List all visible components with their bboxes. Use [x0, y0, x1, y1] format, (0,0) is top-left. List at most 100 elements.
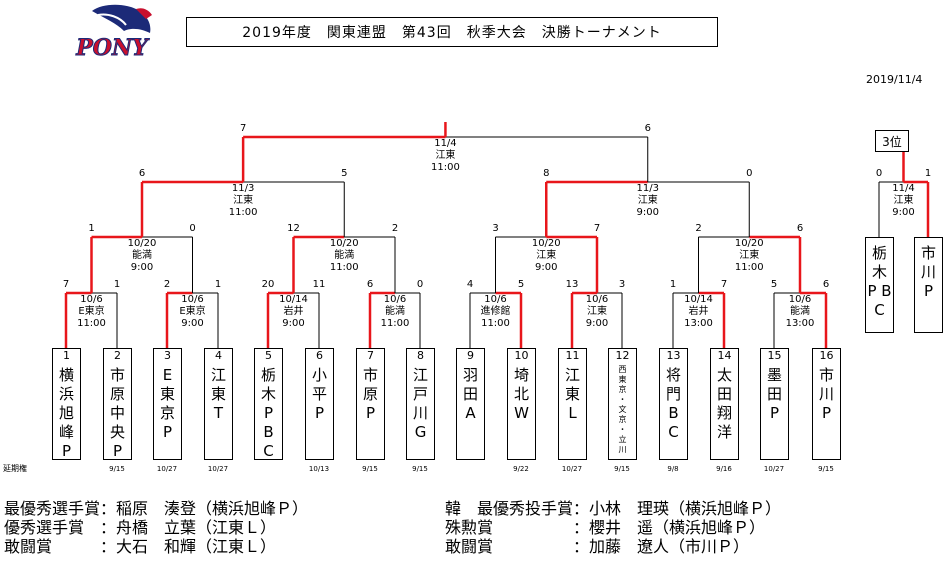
match-date: 11/4 [892, 183, 915, 194]
score-left: 13 [565, 279, 579, 290]
score-right: 0 [416, 279, 424, 290]
match-date: 10/20 [127, 238, 157, 249]
third-place-team-slot: 栃 木 P B C [865, 237, 894, 333]
team-slot: 16 市 川 P [812, 348, 841, 460]
match-date: 10/6 [80, 294, 103, 305]
score-left: 4 [466, 279, 474, 290]
score-left: 2 [163, 279, 171, 290]
score-left: 7 [62, 279, 70, 290]
delay-date: 9/15 [412, 465, 428, 473]
score-right: 5 [341, 168, 348, 179]
match-venue: E東京 [78, 306, 105, 317]
delay-date: 9/16 [716, 465, 732, 473]
match-venue: 進修館 [480, 306, 511, 317]
match-time: 13:00 [785, 318, 815, 329]
match-venue: 能満 [334, 250, 355, 261]
tournament-date: 2019/11/4 [866, 73, 923, 86]
delay-label: 延期権 [3, 464, 27, 473]
score-left: 1 [88, 223, 95, 234]
team-number: 11 [565, 349, 580, 362]
team-number: 14 [717, 349, 732, 362]
match-date: 10/20 [329, 238, 359, 249]
team-name: 市 川 P [818, 366, 834, 422]
delay-date: 9/15 [109, 465, 125, 473]
score-right: 1 [214, 279, 222, 290]
score-left: 1 [669, 279, 677, 290]
score-right: 0 [189, 223, 196, 234]
score-right: 7 [720, 279, 728, 290]
delay-date: 10/27 [156, 465, 178, 473]
score-right: 0 [746, 168, 753, 179]
match-time: 11:00 [77, 318, 106, 329]
team-number: 6 [316, 349, 323, 362]
match-time: 9:00 [535, 262, 558, 273]
score-right: 6 [644, 123, 651, 134]
match-date: 11/4 [434, 138, 457, 149]
page-title: 2019年度 関東連盟 第43回 秋季大会 決勝トーナメント [186, 17, 718, 47]
match-venue: 能満 [132, 250, 152, 261]
score-left: 12 [287, 223, 300, 234]
match-time: 11:00 [734, 262, 764, 273]
award-right-2: 殊勲賞 ：櫻井 遥（横浜旭峰Ｐ） [445, 518, 766, 537]
team-number: 3 [164, 349, 171, 362]
team-number: 4 [215, 349, 222, 362]
match-date: 10/20 [734, 238, 764, 249]
match-venue: 江東 [435, 150, 456, 161]
match-date: 10/6 [383, 294, 407, 305]
team-number: 13 [666, 349, 681, 362]
match-venue: 岩井 [283, 306, 304, 317]
team-slot: 11 江 東 L [558, 348, 587, 460]
match-time: 9:00 [181, 318, 204, 329]
match-time: 11:00 [228, 207, 258, 218]
team-name: 江 東 L [564, 366, 580, 422]
score-right: 1 [113, 279, 121, 290]
score-right: 6 [822, 279, 830, 290]
match-venue: 江東 [893, 195, 914, 206]
match-date: 10/6 [484, 294, 507, 305]
match-venue: 江東 [637, 195, 658, 206]
match-venue: 岩井 [688, 306, 709, 317]
score-left: 7 [239, 123, 247, 134]
match-date: 10/6 [788, 294, 812, 305]
match-venue: 江東 [536, 250, 557, 261]
delay-date: 10/27 [561, 465, 583, 473]
match-time: 9:00 [892, 207, 915, 218]
award-right-1: 韓 最優秀投手賞：小林 理瑛（横浜旭峰Ｐ） [445, 499, 782, 518]
score-right: 2 [391, 223, 399, 234]
delay-date: 10/13 [308, 465, 330, 473]
svg-text:PONY: PONY [75, 35, 150, 61]
match-time: 11:00 [380, 318, 410, 329]
score-left: 2 [695, 223, 702, 234]
score-left: 6 [138, 168, 146, 179]
award-left-3: 敢闘賞 ：大石 和輝（江東Ｌ） [4, 537, 277, 556]
team-name: E 東 京 P [159, 366, 175, 441]
team-number: 16 [819, 349, 834, 362]
match-venue: 能満 [385, 306, 405, 317]
match-date: 11/3 [231, 183, 255, 194]
match-time: 9:00 [282, 318, 305, 329]
score-right: 11 [312, 279, 326, 290]
delay-date: 9/22 [513, 465, 529, 473]
pony-logo: PONY [75, 4, 152, 62]
team-number: 10 [514, 349, 529, 362]
team-name: 西 東 京 ・ 文 京 ・ 立 川 [618, 365, 627, 454]
team-name: 墨 田 P [766, 366, 782, 422]
team-name: 市 原 P [362, 366, 378, 422]
team-number: 5 [265, 349, 272, 362]
match-venue: 江東 [739, 250, 760, 261]
match-time: 11:00 [431, 162, 460, 173]
score-left: 20 [261, 279, 275, 290]
team-name: 江 東 T [210, 366, 226, 422]
team-number: 8 [417, 349, 424, 362]
